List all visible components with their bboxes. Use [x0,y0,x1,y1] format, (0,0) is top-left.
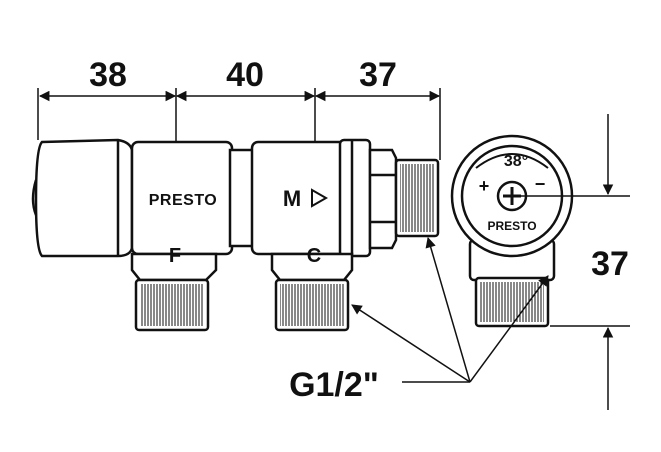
body-ring [338,138,372,258]
body-right [250,140,354,256]
inlet-f-thread [140,284,204,326]
cap-knob-edge [31,179,38,216]
callout-leader-3 [469,275,549,383]
side-dimension-group [512,114,630,410]
callout-leader-1 [351,304,471,383]
body-connector [228,148,256,248]
hex-nut [368,148,398,250]
thread-spec-label: G1/2" [289,366,379,404]
hot-port-label: F [169,245,181,267]
cold-port-label: C [307,245,321,267]
valve-side-view [31,138,440,332]
dial-arc [475,153,549,169]
brand-label: PRESTO [149,192,218,209]
dimension-label-right: 37 [359,56,397,94]
side-dimension-label: 37 [591,245,629,283]
outlet-right-thread [400,164,434,232]
dial-plus-label: + [479,176,490,196]
mix-marker-label: M [283,186,301,211]
inlet-c-thread [280,284,344,326]
thread-callout-group [351,236,549,383]
dial-temp-label: 38° [504,153,528,170]
flow-direction-icon [311,188,329,208]
dial-minus-label: − [535,174,546,194]
front-inlet-thread [480,282,544,322]
callout-leader-2 [425,236,471,383]
dial-brand-label: PRESTO [487,219,536,233]
dimension-label-left: 38 [89,56,127,94]
dimension-label-middle: 40 [226,56,264,94]
